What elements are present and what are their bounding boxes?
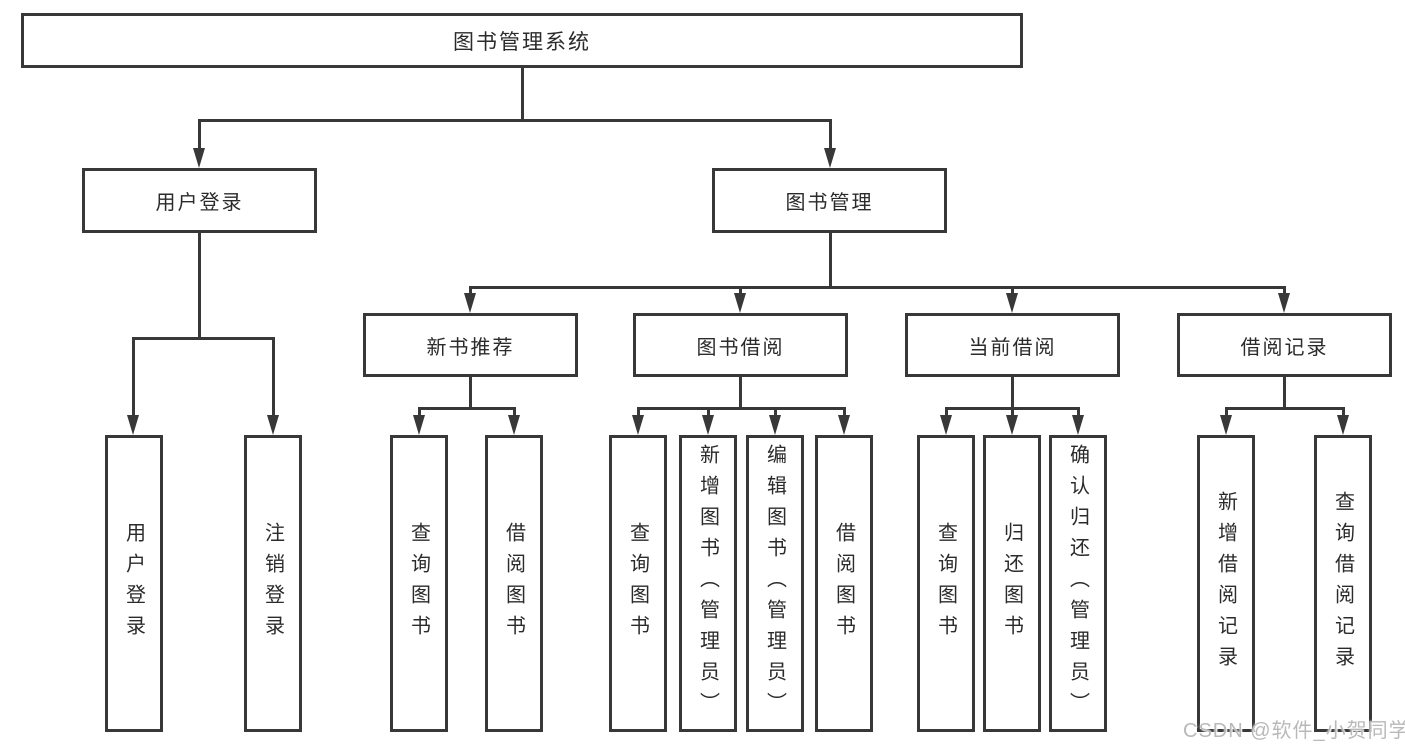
- arrowhead-down-icon: [1005, 415, 1018, 435]
- leaf-query-books-borrow: 查询图书: [609, 435, 667, 732]
- node-label: 当前借阅: [968, 336, 1057, 359]
- connector-line: [1076, 408, 1080, 418]
- node-library-management-system: 图书管理系统: [21, 13, 1023, 68]
- node-label: 借阅图书: [832, 521, 855, 646]
- connector-line: [636, 408, 640, 418]
- arrowhead-down-icon: [266, 415, 279, 435]
- arrowhead-down-icon: [126, 415, 139, 435]
- connector-line: [512, 408, 516, 418]
- connector-line: [1010, 287, 1014, 296]
- arrowhead-down-icon: [701, 415, 714, 435]
- arrowhead-down-icon: [463, 293, 476, 313]
- node-label: 新书推荐: [426, 336, 515, 359]
- node-label: 新增图书（管理员）: [696, 444, 719, 723]
- arrowhead-down-icon: [823, 148, 836, 168]
- node-label: 借阅记录: [1240, 336, 1329, 359]
- node-label: 用户登录: [122, 521, 145, 646]
- arrowhead-down-icon: [507, 415, 520, 435]
- connector-line: [271, 338, 275, 418]
- connector-line: [468, 287, 472, 296]
- node-label: 查询图书: [407, 521, 430, 646]
- connector-line: [944, 408, 948, 418]
- connector-line: [197, 120, 201, 152]
- leaf-logout: 注销登录: [244, 435, 302, 732]
- leaf-query-books-recommend: 查询图书: [390, 435, 448, 732]
- connector-line: [842, 408, 846, 418]
- leaf-borrow-books-recommend: 借阅图书: [485, 435, 543, 732]
- connector-line: [520, 68, 524, 120]
- connector-line: [1224, 406, 1345, 410]
- connector-line: [828, 233, 832, 287]
- watermark: CSDN @软件_小贺同学: [1183, 720, 1405, 742]
- connector-line: [417, 408, 421, 418]
- arrowhead-down-icon: [837, 415, 850, 435]
- arrowhead-down-icon: [631, 415, 644, 435]
- connector-line: [131, 338, 135, 418]
- connector-line: [197, 233, 201, 338]
- node-label: 新增借阅记录: [1214, 490, 1237, 677]
- node-new-book-recommendation: 新书推荐: [363, 313, 578, 377]
- leaf-return-books: 归还图书: [983, 435, 1041, 732]
- node-book-management: 图书管理: [712, 168, 947, 233]
- connector-line: [738, 287, 742, 296]
- arrowhead-down-icon: [1277, 293, 1290, 313]
- connector-line: [1282, 377, 1286, 408]
- leaf-user-login: 用户登录: [105, 435, 163, 732]
- node-label: 用户登录: [155, 192, 244, 214]
- node-label: 确认归还（管理员）: [1066, 444, 1089, 723]
- arrowhead-down-icon: [192, 148, 205, 168]
- node-label: 借阅图书: [502, 521, 525, 646]
- node-current-borrowing: 当前借阅: [905, 313, 1120, 377]
- connector-line: [1341, 408, 1345, 418]
- node-label: 图书借阅: [696, 336, 785, 359]
- arrowhead-down-icon: [1071, 415, 1084, 435]
- node-label: 编辑图书（管理员）: [763, 444, 786, 723]
- leaf-query-borrow-record: 查询借阅记录: [1314, 435, 1372, 732]
- leaf-confirm-return-admin: 确认归还（管理员）: [1049, 435, 1107, 732]
- node-label: 图书管理: [785, 192, 874, 214]
- connector-line: [828, 120, 832, 152]
- connector-line: [468, 377, 472, 408]
- node-label: 查询图书: [626, 521, 649, 646]
- connector-line: [131, 336, 275, 340]
- arrowhead-down-icon: [1219, 415, 1232, 435]
- connector-line: [1282, 287, 1286, 296]
- connector-line: [773, 408, 777, 418]
- node-user-login: 用户登录: [82, 168, 317, 233]
- connector-line: [1010, 408, 1014, 418]
- connector-line: [197, 118, 832, 122]
- node-label: 图书管理系统: [453, 30, 591, 54]
- arrowhead-down-icon: [1336, 415, 1349, 435]
- arrowhead-down-icon: [939, 415, 952, 435]
- node-label: 查询图书: [934, 521, 957, 646]
- arrowhead-down-icon: [1005, 293, 1018, 313]
- leaf-add-borrow-record: 新增借阅记录: [1197, 435, 1255, 732]
- node-label: 归还图书: [1000, 521, 1023, 646]
- connector-line: [468, 285, 1286, 289]
- connector-line: [706, 408, 710, 418]
- leaf-add-books-admin: 新增图书（管理员）: [679, 435, 737, 732]
- node-borrowing-records: 借阅记录: [1177, 313, 1392, 377]
- node-label: 查询借阅记录: [1331, 490, 1354, 677]
- arrowhead-down-icon: [733, 293, 746, 313]
- node-label: 注销登录: [261, 521, 284, 646]
- leaf-query-books-current: 查询图书: [917, 435, 975, 732]
- leaf-borrow-books: 借阅图书: [815, 435, 873, 732]
- connector-line: [1224, 408, 1228, 418]
- node-book-borrowing: 图书借阅: [633, 313, 848, 377]
- arrowhead-down-icon: [412, 415, 425, 435]
- connector-line: [1010, 377, 1014, 408]
- connector-line: [738, 377, 742, 408]
- connector-line: [636, 406, 846, 410]
- arrowhead-down-icon: [768, 415, 781, 435]
- leaf-edit-books-admin: 编辑图书（管理员）: [746, 435, 804, 732]
- connector-line: [417, 406, 516, 410]
